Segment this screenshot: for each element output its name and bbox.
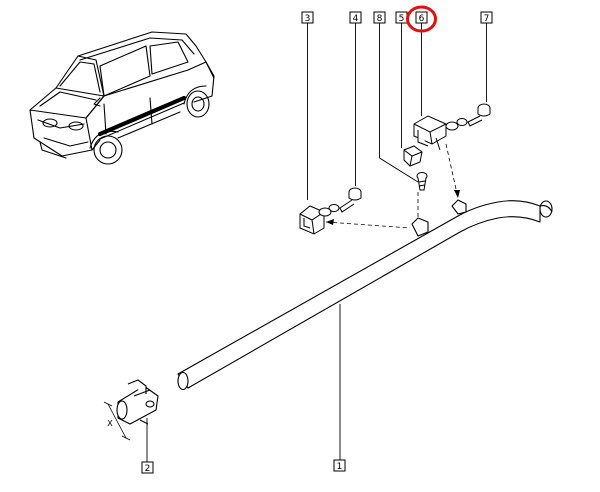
callout-6: 6 — [406, 5, 437, 116]
callout-3-label: 3 — [305, 14, 311, 24]
car-illustration — [29, 31, 215, 165]
part-bracket-6 — [413, 115, 447, 151]
callout-5-label: 5 — [399, 14, 405, 24]
callout-5: 5 — [395, 11, 408, 148]
callout-1-label: 1 — [337, 462, 343, 472]
callout-3: 3 — [301, 11, 314, 200]
arrow-heads — [326, 190, 460, 225]
callout-4: 4 — [349, 11, 362, 186]
assembly-guides — [325, 143, 459, 229]
highlight-circle — [406, 5, 437, 33]
callout-1: 1 — [333, 304, 346, 472]
callout-7-label: 7 — [484, 14, 490, 24]
callout-8: 8 — [373, 11, 419, 183]
part-bolt-7 — [445, 103, 491, 131]
part-screw-8 — [416, 172, 428, 191]
part-bolt-4 — [318, 187, 362, 217]
part-tube-1 — [177, 199, 553, 391]
callout-8-label: 8 — [377, 14, 383, 24]
part-clamp-2 — [116, 379, 159, 425]
callout-2: 2 — [141, 418, 154, 474]
dimension-x: X — [103, 401, 131, 441]
part-nut-5 — [403, 145, 423, 167]
callout-4-label: 4 — [353, 14, 359, 24]
dimension-x-label: X — [107, 419, 113, 428]
callout-6-label: 6 — [419, 14, 425, 24]
callout-2-label: 2 — [145, 464, 151, 474]
part-clip-3 — [299, 205, 325, 235]
callout-7: 7 — [480, 11, 493, 102]
